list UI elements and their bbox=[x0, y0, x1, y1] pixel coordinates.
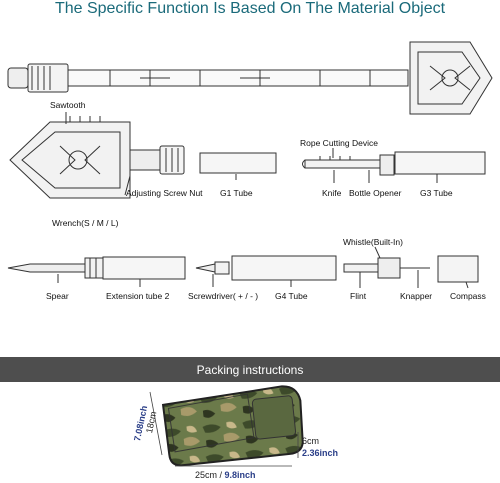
label-compass: Compass bbox=[450, 291, 486, 301]
spear-drawing bbox=[7, 257, 104, 279]
pouch-depth-cm: 6cm bbox=[302, 436, 320, 446]
blade-drawing bbox=[9, 116, 185, 199]
label-knife: Knife bbox=[322, 188, 342, 198]
label-knapper: Knapper bbox=[400, 291, 433, 301]
label-whistle: Whistle(Built-In) bbox=[343, 237, 403, 247]
page-title: The Specific Function Is Based On The Ma… bbox=[54, 0, 446, 17]
label-g3-tube: G3 Tube bbox=[420, 188, 453, 198]
flint-drawing bbox=[343, 257, 430, 279]
packing-title: Packing instructions bbox=[196, 363, 304, 377]
packing-banner bbox=[0, 357, 500, 382]
g1-tube-drawing bbox=[199, 152, 277, 174]
pouch-depth-in: 2.36inch bbox=[302, 448, 339, 458]
label-wrench: Wrench(S / M / L) bbox=[52, 218, 119, 228]
label-sawtooth: Sawtooth bbox=[50, 100, 86, 110]
g4-tube-drawing bbox=[231, 255, 337, 281]
label-screwdriver: Screwdriver( + / - ) bbox=[188, 291, 259, 301]
extension-tube-drawing bbox=[102, 256, 186, 280]
label-adjusting-screw-nut: Adjusting Screw Nut bbox=[126, 188, 203, 198]
knife-drawing bbox=[302, 154, 395, 176]
label-bottle-opener: Bottle Opener bbox=[349, 188, 402, 198]
screwdriver-drawing bbox=[195, 261, 230, 275]
label-g1-tube: G1 Tube bbox=[220, 188, 253, 198]
compass-drawing bbox=[437, 255, 479, 283]
g3-tube-drawing bbox=[394, 151, 486, 175]
label-g4-tube: G4 Tube bbox=[275, 291, 308, 301]
label-rope-cutting-device: Rope Cutting Device bbox=[300, 138, 378, 148]
label-spear: Spear bbox=[46, 291, 69, 301]
label-extension-tube-2: Extension tube 2 bbox=[106, 291, 170, 301]
pouch-width: 25cm / 9.8inch bbox=[195, 470, 256, 480]
assembled-shovel-drawing bbox=[7, 41, 493, 115]
label-flint: Flint bbox=[350, 291, 367, 301]
